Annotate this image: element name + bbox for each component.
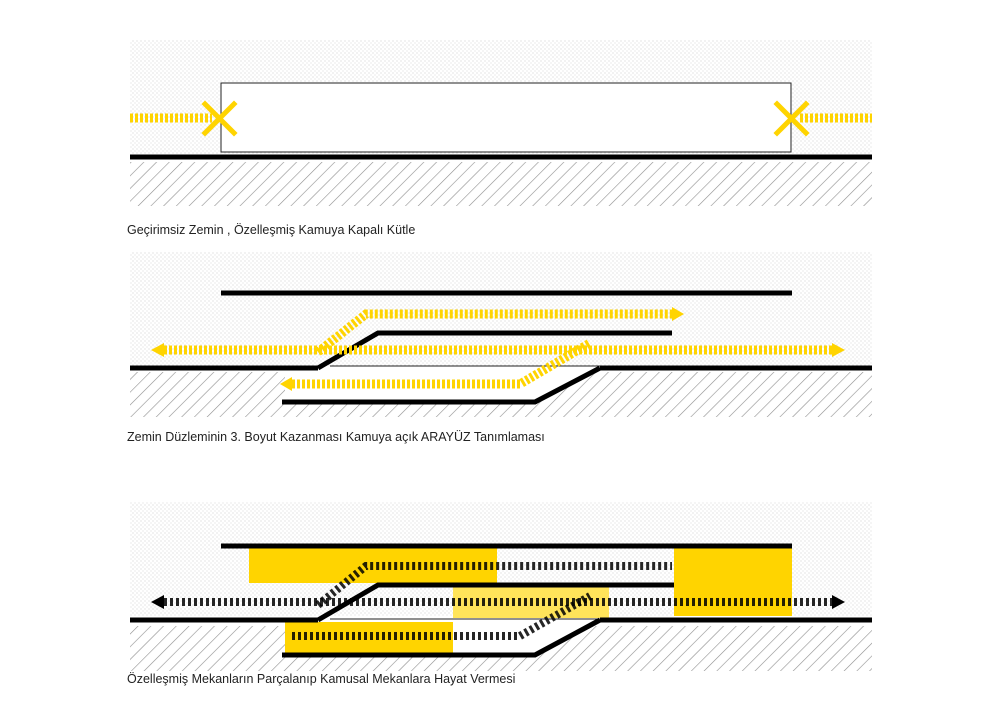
- arrow-head-icon: [832, 595, 845, 609]
- diagram-2: [130, 252, 872, 417]
- caption-diagram-2: Zemin Düzleminin 3. Boyut Kazanması Kamu…: [127, 430, 545, 444]
- flow-upper: [315, 309, 672, 356]
- caption-diagram-3: Özelleşmiş Mekanların Parçalanıp Kamusal…: [127, 672, 516, 686]
- blocked-cross-icon: [201, 100, 238, 137]
- diagram-1: [130, 40, 872, 206]
- caption-diagram-1: Geçirimsiz Zemin , Özelleşmiş Kamuya Kap…: [127, 223, 416, 237]
- sunken-slab: [282, 617, 602, 658]
- arrow-head-icon: [832, 343, 845, 357]
- arrow-head-icon: [151, 595, 164, 609]
- blocked-cross-icon: [773, 100, 810, 137]
- arrow-head-icon: [672, 307, 684, 321]
- ground-hatch: [130, 162, 872, 206]
- flow-lower: [292, 592, 592, 640]
- arrow-head-icon: [151, 343, 164, 357]
- closed-mass: [220, 82, 792, 153]
- arrow-head-icon: [280, 377, 292, 391]
- flow-lower: [292, 339, 593, 389]
- diagram-3: [130, 502, 872, 671]
- flow-upper: [315, 562, 672, 609]
- raised-slab: [316, 330, 672, 371]
- private-volume: [674, 548, 792, 616]
- raised-slab: [316, 582, 674, 623]
- sunken-slab: [282, 365, 602, 405]
